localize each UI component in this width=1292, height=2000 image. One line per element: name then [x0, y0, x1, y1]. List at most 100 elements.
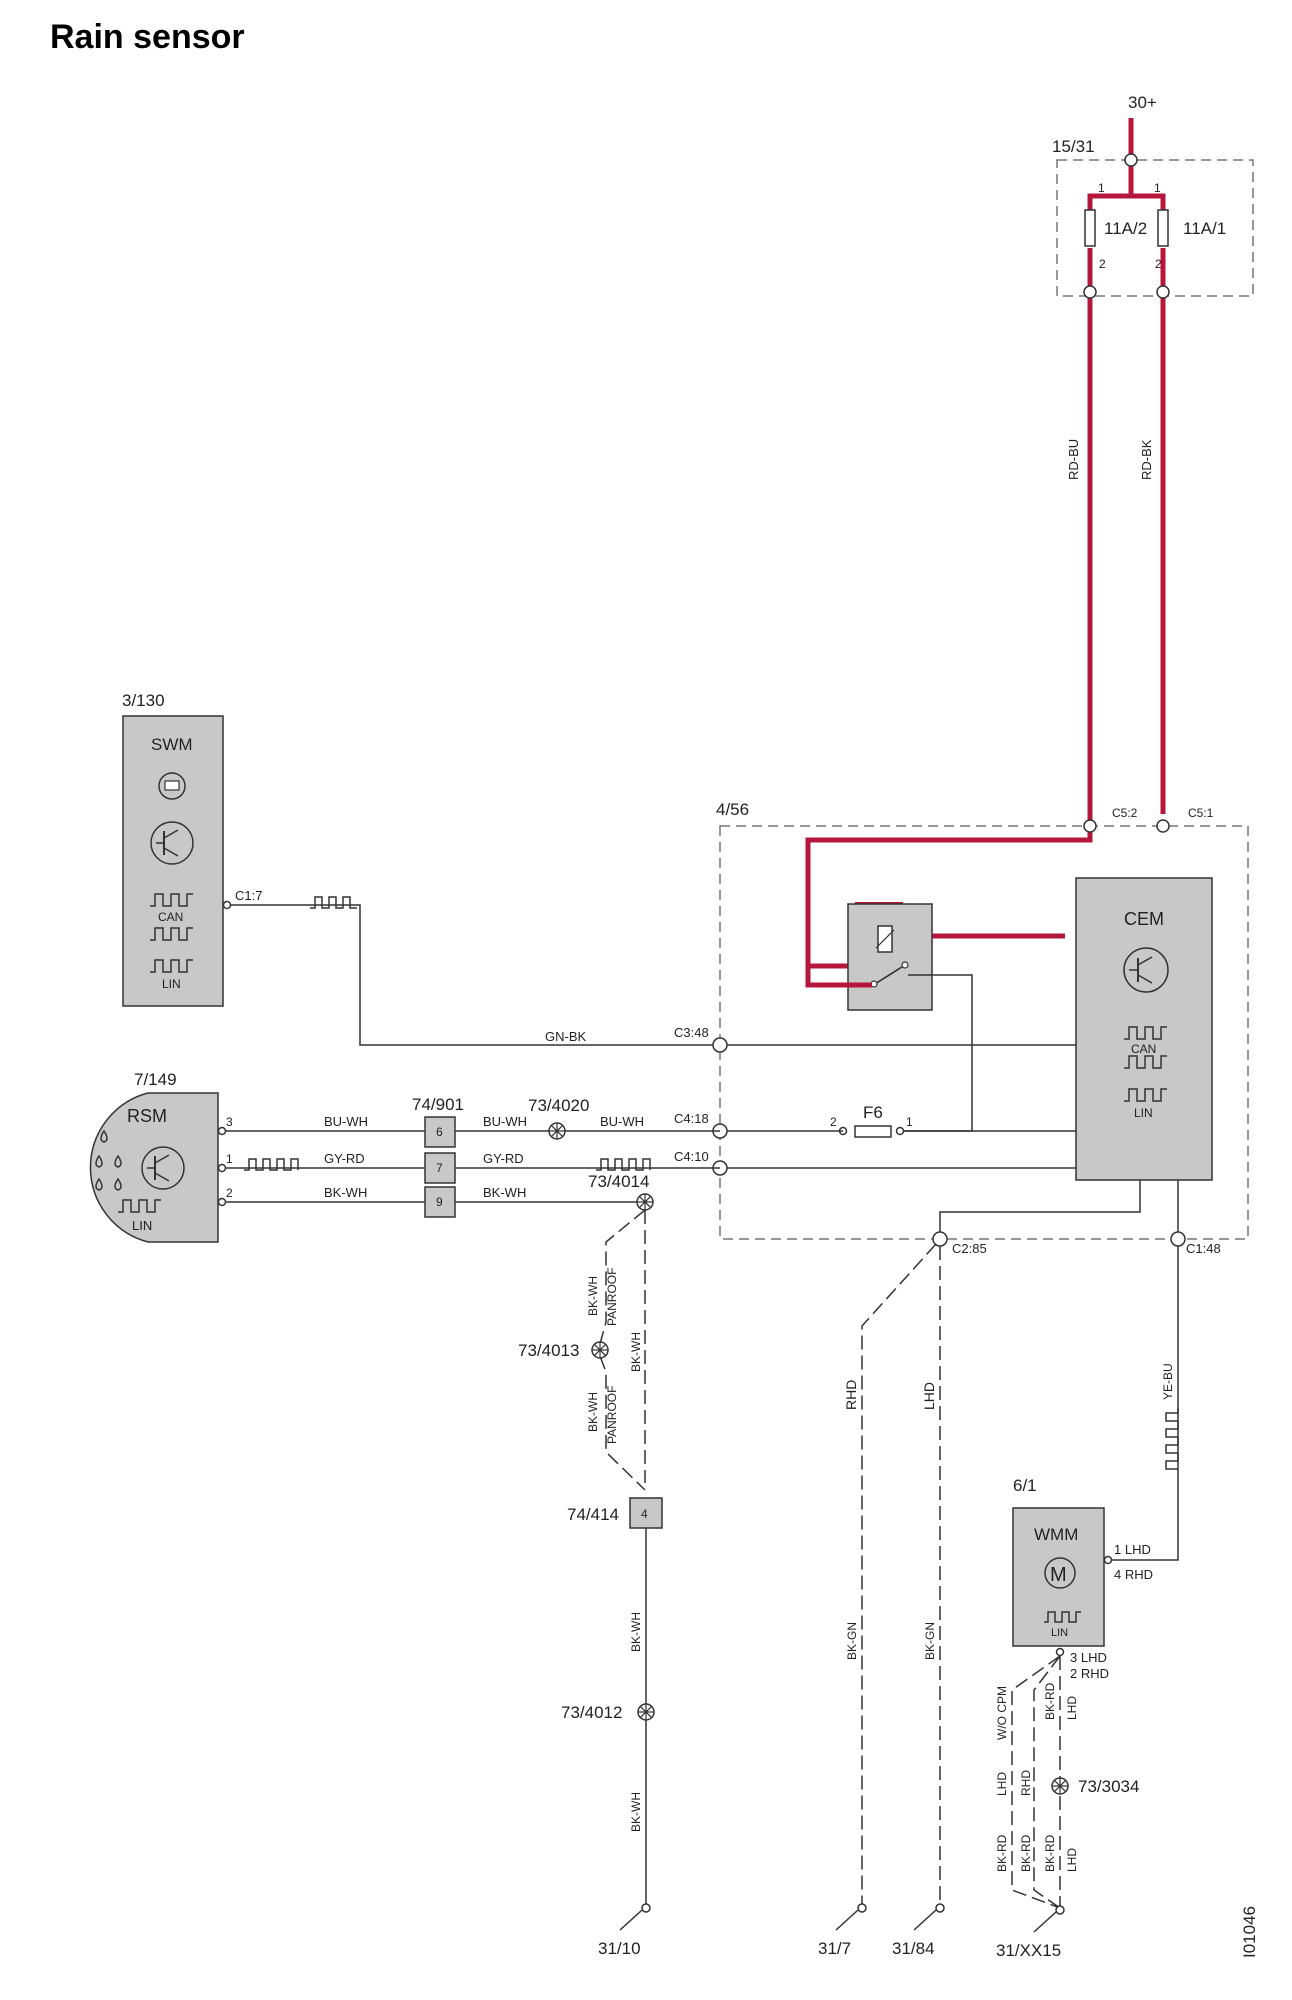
wmm-pin: 1 LHD: [1114, 1542, 1151, 1557]
ground-31-10: 31/10: [598, 1903, 651, 1958]
wire-bk-wh-label: BK-WH: [324, 1185, 367, 1200]
splice-73-3034: [1051, 1777, 1069, 1795]
wire-bk-rd-label: BK-RD: [1019, 1834, 1033, 1872]
swm-module: SWM CAN LIN: [122, 715, 224, 1007]
swm-lin-label: LIN: [162, 977, 181, 991]
pin-c4-18: C4:18: [674, 1111, 709, 1126]
ground-31-xx15: 31/XX15: [996, 1905, 1065, 1960]
fuse-pin: 1: [1098, 181, 1105, 195]
ground-label: 31/10: [598, 1939, 641, 1958]
fuse-11a2-label: 11A/2: [1104, 219, 1147, 238]
pin-c3-48: C3:48: [674, 1025, 709, 1040]
fuse-f6-label: F6: [863, 1103, 883, 1122]
wire-bk-wh-label: BK-WH: [629, 1792, 643, 1832]
ground-label: 31/84: [892, 1939, 935, 1958]
lin-signal-icon: [118, 1199, 161, 1213]
fuse-pin: 2: [1155, 257, 1162, 271]
fuse-11a1-label: 11A/1: [1183, 219, 1226, 238]
wire-bu-wh-label: BU-WH: [324, 1114, 368, 1129]
lin-signal-icon: [310, 896, 357, 909]
wire-bk-wh-label: BK-WH: [629, 1332, 643, 1372]
wire-bk-gn-label: BK-GN: [845, 1622, 859, 1660]
wire-bk-gn-label: BK-GN: [923, 1622, 937, 1660]
cem-label: CEM: [1124, 909, 1164, 929]
rsm-label: RSM: [127, 1106, 167, 1126]
fuse-box-15-31: 15/31 11A/2 11A/1 1 1 2 2: [1052, 137, 1254, 297]
wmm-module: WMM M LIN: [1012, 1507, 1105, 1647]
wire-gy-rd-label: GY-RD: [324, 1151, 365, 1166]
horn-icon: [158, 772, 186, 800]
pin-c5-2: C5:2: [1112, 806, 1138, 820]
can-signal-icon: [1124, 1055, 1167, 1069]
note-lhd: LHD: [1065, 1696, 1079, 1720]
ground-31-84: 31/84: [892, 1903, 945, 1958]
connector-pin: 7: [436, 1161, 443, 1175]
note-panroof: PANROOF: [605, 1386, 619, 1444]
wire-bk-wh-label: BK-WH: [629, 1612, 643, 1652]
rsm-pin: 2: [226, 1186, 233, 1200]
connector-74-901-id: 74/901: [412, 1095, 464, 1114]
rsm-id: 7/149: [134, 1070, 177, 1089]
splice-73-4013: [591, 1341, 609, 1359]
supply-label: 30+: [1128, 93, 1157, 112]
page-title: Rain sensor: [50, 18, 245, 56]
wire-rd-bu-label: RD-BU: [1066, 439, 1081, 480]
figure-code: I01046: [1240, 1906, 1259, 1958]
splice-73-4012: [637, 1703, 655, 1721]
rsm-pin: 1: [226, 1152, 233, 1166]
connector-pin: 6: [436, 1125, 443, 1139]
lin-signal-icon: [1044, 1611, 1081, 1623]
splice-73-4020-label: 73/4020: [528, 1096, 589, 1115]
pin-c2-85: C2:85: [952, 1241, 987, 1256]
connector-74-414: 4: [629, 1497, 663, 1529]
note-lhd: LHD: [1065, 1848, 1079, 1872]
relay: [805, 903, 933, 1011]
splice-73-4012-label: 73/4012: [561, 1703, 622, 1722]
fuse-pin: 1: [1154, 181, 1161, 195]
can-signal-icon: [150, 927, 193, 941]
wire-bk-rd-label: BK-RD: [1043, 1682, 1057, 1720]
wire-bk-wh-label: BK-WH: [586, 1392, 600, 1432]
splice-73-4014: [636, 1193, 654, 1211]
swm-id: 3/130: [122, 691, 165, 710]
connector-pin: 9: [436, 1195, 443, 1209]
wire-gy-rd-label: GY-RD: [483, 1151, 524, 1166]
note-panroof: PANROOF: [605, 1268, 619, 1326]
note-lhd: LHD: [995, 1772, 1009, 1796]
wire-gn-bk-label: GN-BK: [545, 1029, 587, 1044]
cem-can-label: CAN: [1131, 1042, 1156, 1056]
fuse-11a2: [1084, 209, 1096, 247]
rsm-lin-label: LIN: [132, 1218, 152, 1233]
fuse-pin: 2: [830, 1115, 837, 1129]
note-rhd: RHD: [1019, 1770, 1033, 1796]
note-lhd: LHD: [921, 1382, 937, 1410]
transistor-icon: [1123, 947, 1169, 993]
ground-label: 31/7: [818, 1939, 851, 1958]
splice-73-4020: [548, 1122, 566, 1140]
connector-74-414-id: 74/414: [567, 1505, 619, 1524]
pin-c5-1: C5:1: [1188, 806, 1214, 820]
swm-can-label: CAN: [158, 910, 183, 924]
fuse-pin: 1: [906, 1115, 913, 1129]
swm-pin-label: C1:7: [235, 888, 262, 903]
lin-signal-icon: [150, 959, 193, 973]
wire-bu-wh-label: BU-WH: [600, 1114, 644, 1129]
lin-signal-icon: [1165, 1408, 1179, 1470]
cem-module: CEM CAN LIN: [1075, 877, 1213, 1181]
wmm-lin-label: LIN: [1051, 1627, 1068, 1639]
ground-31-7: 31/7: [818, 1903, 867, 1958]
wire-ye-bu-label: YE-BU: [1161, 1363, 1175, 1400]
note-rhd: RHD: [843, 1380, 859, 1410]
wire-bu-wh-label: BU-WH: [483, 1114, 527, 1129]
fuse-box-id: 15/31: [1052, 137, 1095, 156]
swm-label: SWM: [151, 735, 193, 754]
fuse-f6: [854, 1125, 892, 1138]
motor-icon: M: [1044, 1557, 1076, 1589]
pin-c1-48: C1:48: [1186, 1241, 1221, 1256]
wmm-pin: 4 RHD: [1114, 1567, 1153, 1582]
transistor-icon: [150, 821, 194, 865]
wmm-pin: 2 RHD: [1070, 1666, 1109, 1681]
splice-73-3034-label: 73/3034: [1078, 1777, 1139, 1796]
fuse-pin: 2: [1099, 257, 1106, 271]
lin-signal-icon: [596, 1158, 651, 1171]
